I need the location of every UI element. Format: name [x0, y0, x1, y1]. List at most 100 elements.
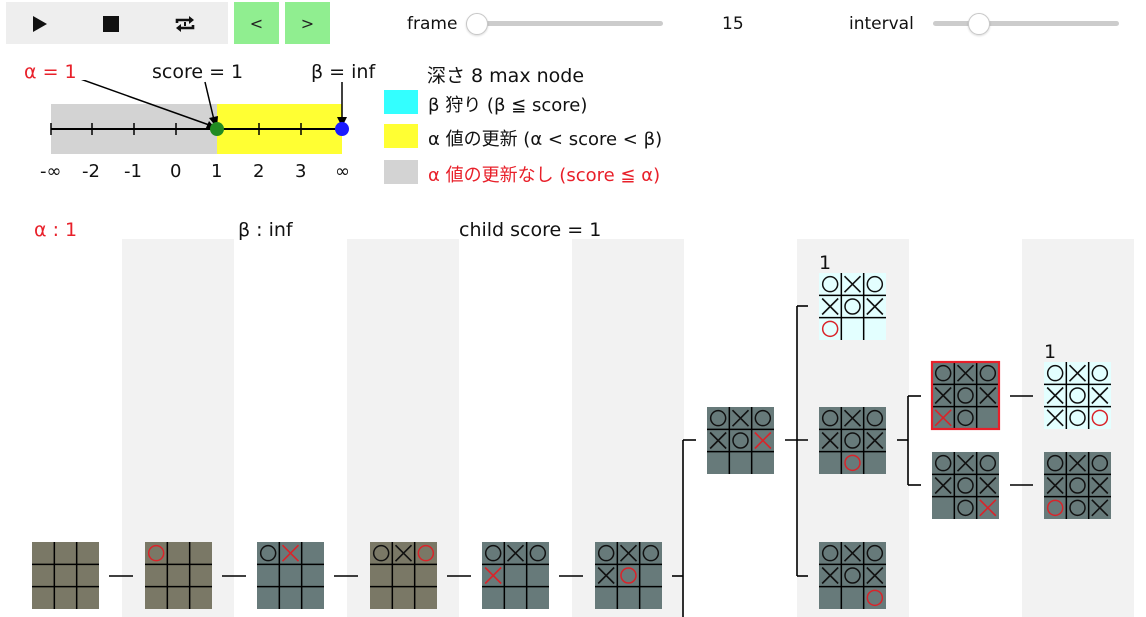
x-mark [506, 544, 525, 562]
x-mark [1046, 409, 1064, 427]
x-mark [979, 499, 997, 517]
repeat-button[interactable] [158, 4, 212, 44]
x-mark [821, 297, 839, 316]
x-mark [843, 544, 862, 562]
o-mark [957, 409, 974, 427]
frame-label: frame [407, 14, 458, 34]
o-mark [821, 544, 839, 562]
board-node [595, 542, 662, 609]
x-mark [1091, 386, 1109, 405]
o-mark [709, 409, 727, 427]
o-mark [866, 275, 884, 293]
alpha-value-label: α = 1 [24, 61, 77, 83]
x-mark [866, 431, 884, 450]
o-mark [1046, 454, 1064, 472]
node-score-label: 1 [1044, 341, 1056, 363]
x-mark [866, 297, 884, 316]
legend-swatch-alpha-update [384, 124, 418, 148]
o-mark [1091, 454, 1109, 472]
x-mark [934, 476, 952, 495]
node-score-label: 1 [819, 252, 831, 274]
x-mark [754, 431, 772, 450]
legend-swatch-no-update [384, 160, 418, 184]
o-mark [957, 499, 974, 517]
x-mark [281, 544, 300, 562]
depth-label: 深さ 8 max node [427, 65, 585, 87]
o-mark [821, 409, 839, 427]
board-node [482, 542, 549, 609]
o-mark [1091, 409, 1109, 427]
o-mark [642, 544, 660, 562]
o-mark [529, 544, 547, 562]
playback-controls [6, 2, 228, 44]
o-mark [259, 544, 277, 562]
board-node [145, 542, 212, 609]
board-node [707, 407, 774, 474]
frame-slider[interactable] [466, 21, 663, 26]
legend-alpha-update: α 値の更新 (α < score < β) [428, 129, 663, 150]
tick-label: -∞ [40, 161, 62, 182]
interval-label: interval [849, 14, 914, 34]
o-mark [957, 477, 974, 494]
stop-icon [103, 16, 119, 32]
o-mark [979, 454, 997, 472]
next-button[interactable]: > [285, 2, 330, 44]
x-mark [1091, 476, 1109, 495]
o-mark [417, 544, 435, 562]
tick-label: ∞ [335, 161, 350, 182]
x-mark [821, 566, 839, 585]
prev-button[interactable]: < [234, 2, 279, 44]
interval-slider-thumb[interactable] [968, 13, 990, 35]
x-mark [934, 409, 952, 427]
play-button[interactable] [12, 4, 66, 44]
o-mark [732, 432, 749, 449]
o-mark [844, 298, 861, 315]
o-mark [866, 409, 884, 427]
o-mark [821, 275, 839, 293]
tree-beta-label: β : inf [238, 219, 293, 241]
number-line [50, 80, 349, 154]
legend-beta-cut: β 狩り (β ≦ score) [428, 95, 588, 116]
tick-label: -2 [82, 161, 100, 182]
tick-label: 0 [170, 161, 182, 182]
x-mark [1068, 364, 1087, 382]
o-mark [372, 544, 390, 562]
o-mark [934, 454, 952, 472]
frame-slider-thumb[interactable] [466, 13, 488, 35]
board-node: 1 [819, 252, 886, 340]
tick-label: 3 [295, 161, 307, 182]
x-mark [1091, 499, 1109, 517]
x-mark [934, 386, 952, 405]
o-mark [1069, 387, 1086, 404]
x-mark [619, 544, 638, 562]
tree-alpha-label: α : 1 [34, 219, 78, 241]
tick-label: 1 [211, 161, 223, 182]
score-arrow [204, 81, 215, 121]
x-mark [956, 364, 975, 382]
board-node [32, 542, 99, 609]
x-mark [821, 431, 839, 450]
alpha-arrow [80, 80, 213, 127]
o-mark [597, 544, 615, 562]
x-mark [597, 566, 615, 585]
interval-slider[interactable] [933, 21, 1119, 26]
board-node: 1 [1044, 341, 1111, 429]
o-mark [844, 454, 861, 472]
board-node [370, 542, 437, 609]
board-node [932, 452, 999, 519]
x-mark [843, 275, 862, 293]
board-node [1044, 452, 1111, 519]
o-mark [866, 589, 884, 607]
x-mark [866, 566, 884, 585]
alpha-point [210, 122, 224, 136]
o-mark [1069, 499, 1086, 517]
beta-value-label: β = inf [311, 61, 376, 83]
o-mark [1069, 477, 1086, 494]
stop-button[interactable] [84, 4, 138, 44]
x-mark [979, 386, 997, 405]
o-mark [620, 567, 637, 584]
legend-no-update: α 値の更新なし (score ≦ α) [428, 165, 661, 186]
o-mark [844, 567, 861, 584]
repeat-icon [175, 16, 195, 32]
